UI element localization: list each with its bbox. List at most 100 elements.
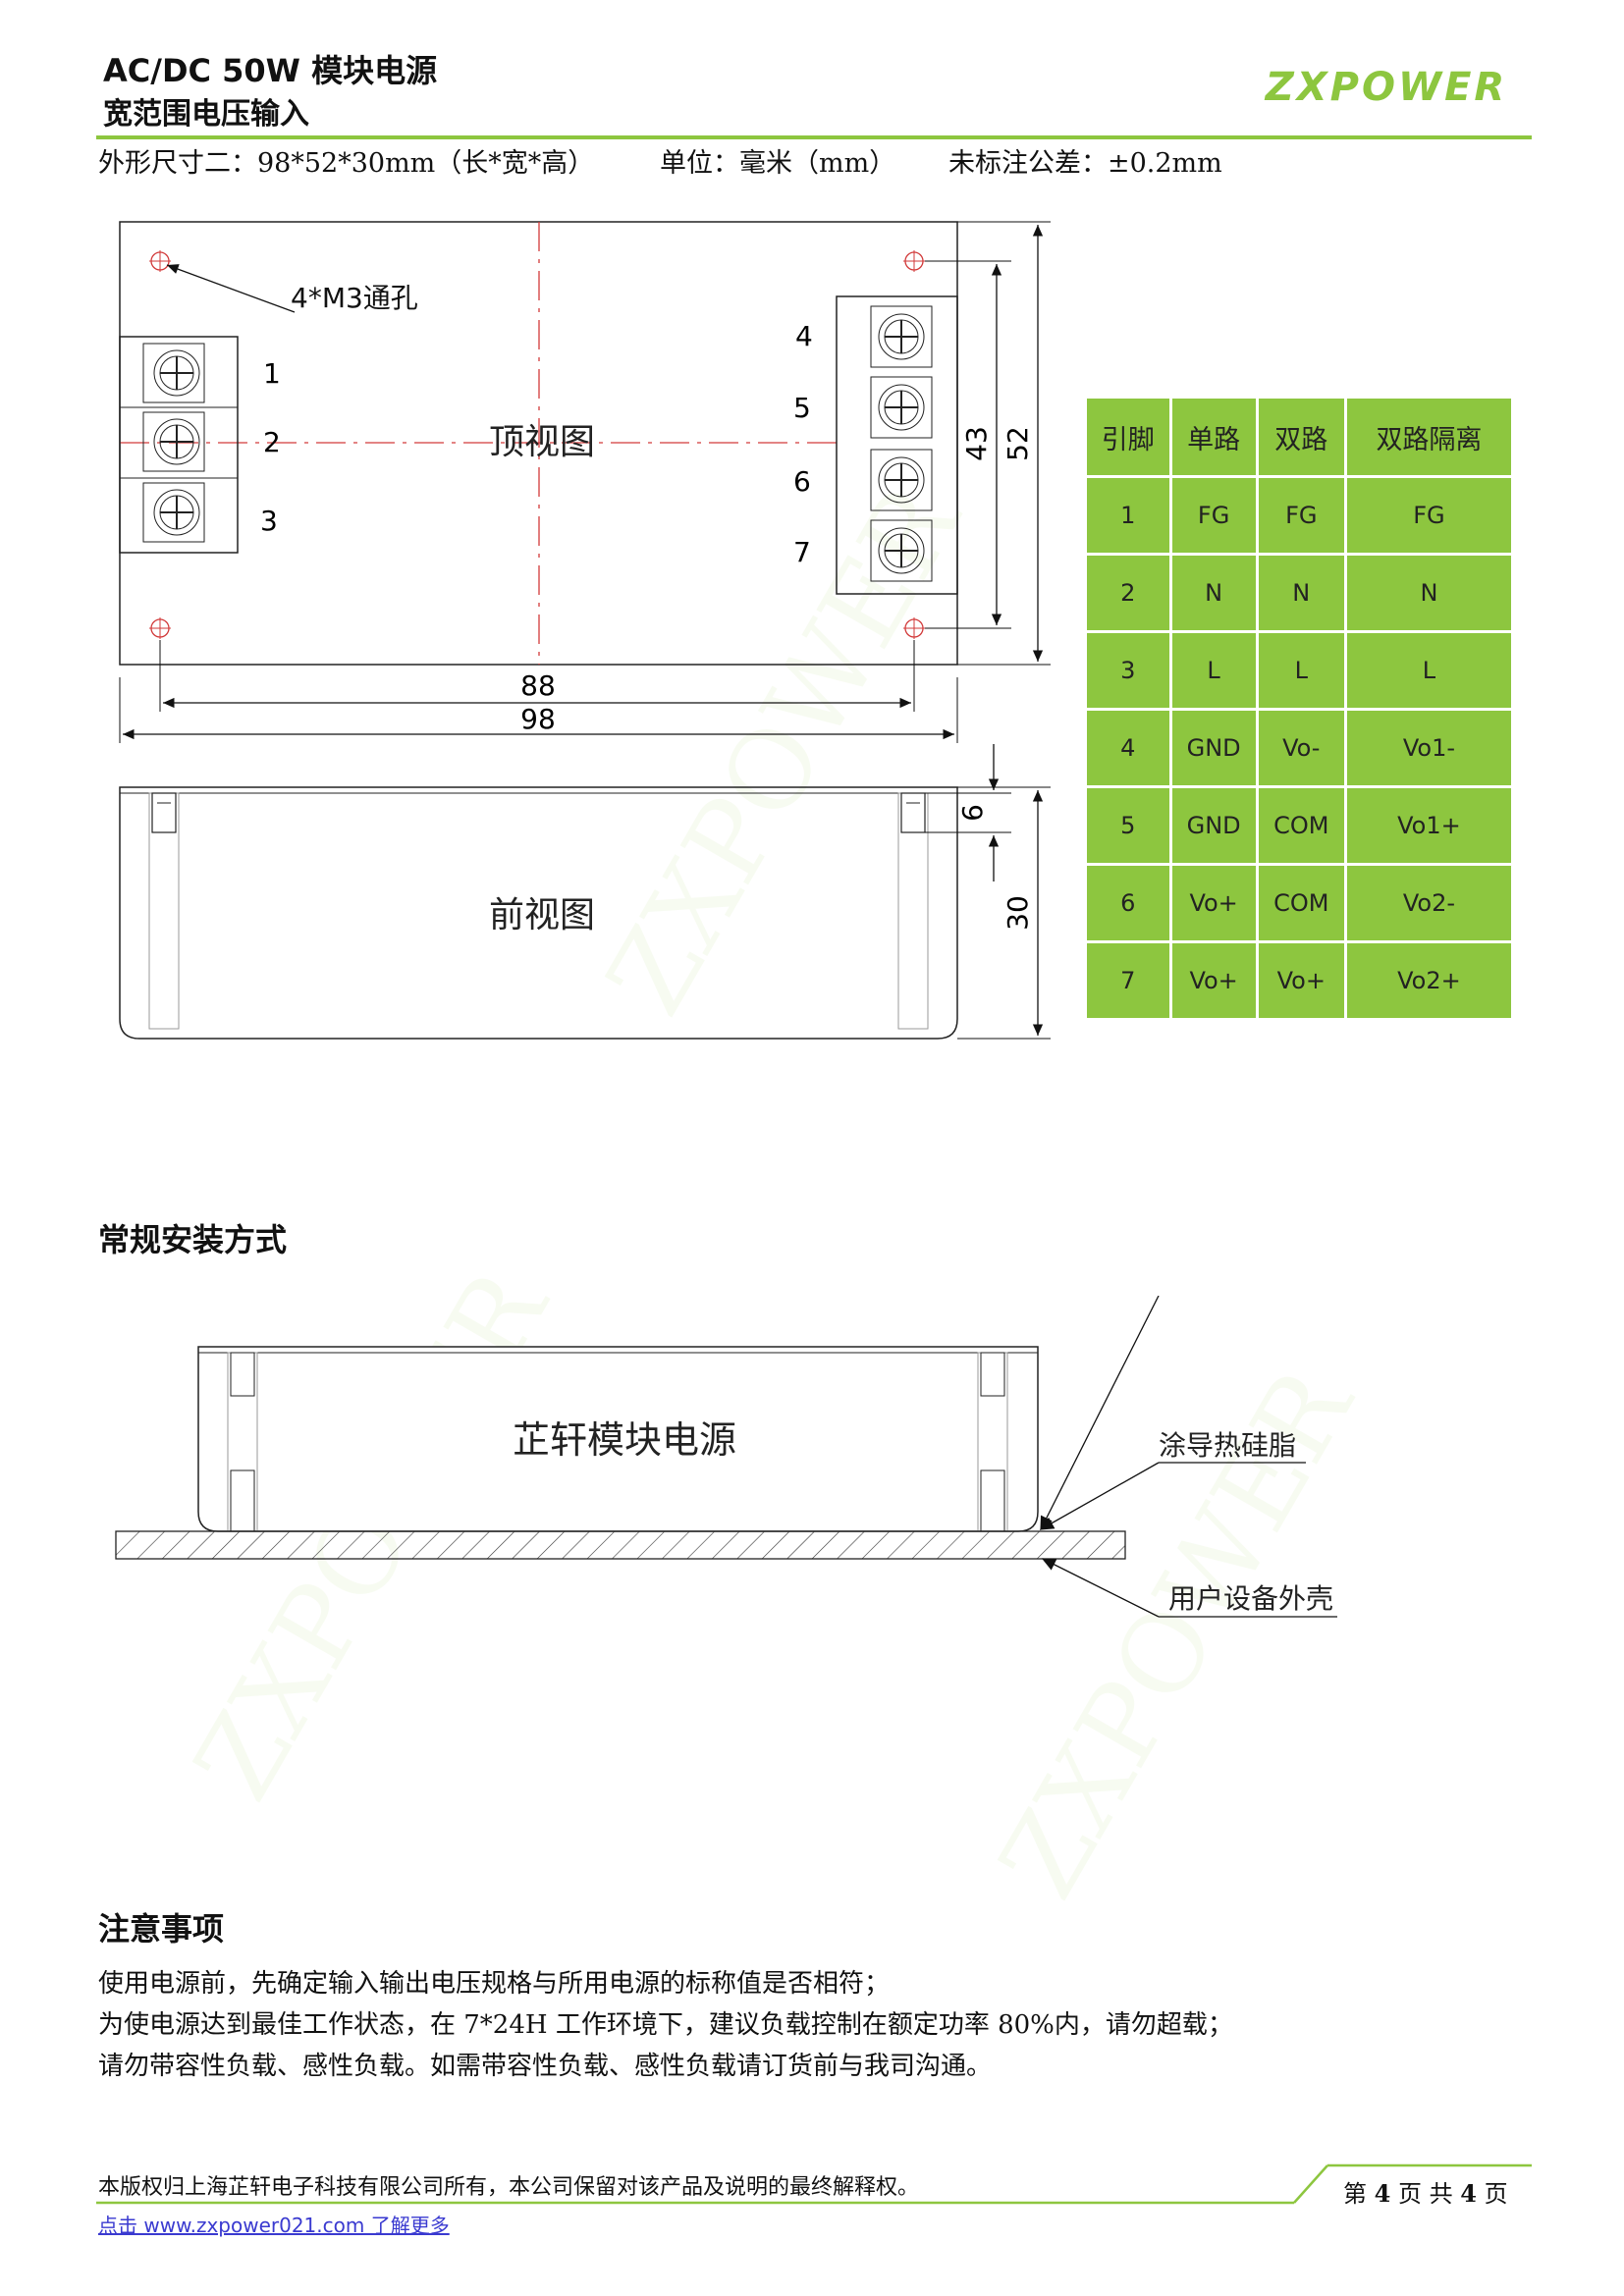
pin-cell: Vo- bbox=[1258, 711, 1344, 785]
page-current: 4 bbox=[1374, 2179, 1391, 2208]
left-pin-number: 2 bbox=[263, 426, 281, 458]
pin-cell: 3 bbox=[1087, 633, 1169, 708]
hole-label: 4*M3通孔 bbox=[291, 282, 418, 314]
terminal-screw bbox=[870, 376, 933, 439]
install-title: 常规安装方式 bbox=[98, 1221, 288, 1258]
pin-cell: N bbox=[1346, 556, 1511, 630]
pin-cell: 4 bbox=[1087, 711, 1169, 785]
right-pin-number: 6 bbox=[793, 465, 811, 498]
dim-outer-width: 98 bbox=[520, 703, 556, 735]
terminal-screw bbox=[870, 519, 933, 582]
pin-cell: GND bbox=[1171, 788, 1256, 863]
shell-leader bbox=[1041, 1558, 1160, 1618]
pin-cell: 6 bbox=[1087, 866, 1169, 940]
pin-cell: FG bbox=[1258, 478, 1344, 553]
pin-cell: Vo+ bbox=[1171, 943, 1256, 1018]
screw-head bbox=[230, 1352, 255, 1397]
pin-cell: N bbox=[1258, 556, 1344, 630]
spec-dimensions: 外形尺寸二：98*52*30mm（长*宽*高） bbox=[98, 148, 595, 179]
terminal-screw bbox=[142, 482, 205, 543]
note-item: 为使电源达到最佳工作状态，在 7*24H 工作环境下，建议负载控制在额定功率 8… bbox=[98, 2010, 1233, 2040]
page-middle: 页 共 bbox=[1397, 2180, 1453, 2208]
screw-head bbox=[980, 1352, 1005, 1397]
mount-hole bbox=[903, 250, 925, 272]
header-cell: 双路 bbox=[1258, 399, 1344, 475]
paste-label: 涂导热硅脂 bbox=[1159, 1429, 1296, 1462]
pin-cell: Vo2+ bbox=[1346, 943, 1511, 1018]
notes-list: 使用电源前，先确定输入输出电压规格与所用电源的标称值是否相符； 为使电源达到最佳… bbox=[98, 1963, 1233, 2087]
dim-inner-width: 88 bbox=[520, 669, 556, 702]
shell-label: 用户设备外壳 bbox=[1168, 1582, 1333, 1615]
terminal-screw bbox=[870, 449, 933, 511]
dim-outer-height: 52 bbox=[1001, 426, 1034, 461]
doc-subtitle: 宽范围电压输入 bbox=[103, 97, 309, 132]
screw-post bbox=[897, 792, 929, 1030]
screw-post bbox=[148, 792, 180, 1030]
notes-title: 注意事项 bbox=[98, 1910, 225, 1948]
pin-cell: FG bbox=[1346, 478, 1511, 553]
pin-cell: COM bbox=[1258, 788, 1344, 863]
front-view-label: 前视图 bbox=[489, 895, 595, 935]
mount-hole bbox=[149, 617, 171, 639]
header-cell: 单路 bbox=[1171, 399, 1256, 475]
device-shell bbox=[115, 1530, 1126, 1560]
pin-cell: 7 bbox=[1087, 943, 1169, 1018]
page-suffix: 页 bbox=[1484, 2180, 1508, 2208]
pin-cell: 2 bbox=[1087, 556, 1169, 630]
right-terminal-block bbox=[836, 295, 958, 595]
front-view-outline bbox=[119, 786, 958, 1040]
page-number: 第 4 页 共 4 页 bbox=[1343, 2179, 1508, 2209]
pin-cell: Vo2- bbox=[1346, 866, 1511, 940]
pin-cell: L bbox=[1258, 633, 1344, 708]
terminal-screw bbox=[142, 343, 205, 403]
pin-cell: L bbox=[1346, 633, 1511, 708]
footer-divider bbox=[96, 2163, 1532, 2205]
page-prefix: 第 bbox=[1343, 2180, 1367, 2208]
page-total: 4 bbox=[1460, 2179, 1477, 2208]
copyright-text: 本版权归上海芷轩电子科技有限公司所有，本公司保留对该产品及说明的最终解释权。 bbox=[98, 2175, 920, 2200]
left-terminal-block bbox=[119, 336, 239, 554]
left-pin-number: 1 bbox=[263, 357, 281, 390]
pin-cell: FG bbox=[1171, 478, 1256, 553]
logo-text: ZXPOWER bbox=[1264, 65, 1507, 110]
note-item: 使用电源前，先确定输入输出电压规格与所用电源的标称值是否相符； bbox=[98, 1969, 891, 1999]
mount-hole bbox=[903, 617, 925, 639]
header-cell: 双路隔离 bbox=[1346, 399, 1511, 475]
note-item: 请勿带容性负载、感性负载。如需带容性负载、感性负载请订货前与我司沟通。 bbox=[98, 2052, 993, 2081]
spec-unit: 单位：毫米（mm） bbox=[660, 148, 896, 179]
mount-hole bbox=[149, 250, 171, 272]
dim-inner-height: 43 bbox=[960, 426, 993, 461]
pin-table-header: 引脚 单路 双路 双路隔离 bbox=[1087, 399, 1511, 475]
hole-label-leader bbox=[166, 264, 296, 313]
dim-screw: 6 bbox=[956, 804, 989, 822]
pin-cell: COM bbox=[1258, 866, 1344, 940]
zxpower-logo: ZXPOWER bbox=[1264, 65, 1507, 110]
header-divider bbox=[96, 135, 1532, 139]
website-link[interactable]: 点击 www.zxpower021.com 了解更多 bbox=[98, 2214, 450, 2237]
screw-head bbox=[151, 792, 177, 833]
pin-cell: 5 bbox=[1087, 788, 1169, 863]
pin-cell: N bbox=[1171, 556, 1256, 630]
pin-cell: L bbox=[1171, 633, 1256, 708]
header-cell: 引脚 bbox=[1087, 399, 1169, 475]
right-pin-number: 7 bbox=[793, 536, 811, 568]
terminal-screw bbox=[142, 411, 205, 472]
install-diagram: 芷轩模块电源 涂导热硅脂 用户设备外壳 bbox=[115, 1296, 1337, 1618]
module-label: 芷轩模块电源 bbox=[513, 1418, 736, 1462]
dim-height: 30 bbox=[1001, 895, 1034, 931]
mechanical-drawing: 4*M3通孔 1 2 3 4 5 6 7 顶视图 88 98 43 52 前视图 bbox=[119, 221, 1051, 1040]
screw-head bbox=[900, 792, 926, 833]
doc-title: AC/DC 50W 模块电源 bbox=[103, 52, 438, 89]
right-pin-number: 4 bbox=[795, 320, 813, 352]
pin-cell: GND bbox=[1171, 711, 1256, 785]
left-pin-number: 3 bbox=[260, 505, 278, 537]
terminal-screw bbox=[870, 305, 933, 368]
pin-cell: 1 bbox=[1087, 478, 1169, 553]
